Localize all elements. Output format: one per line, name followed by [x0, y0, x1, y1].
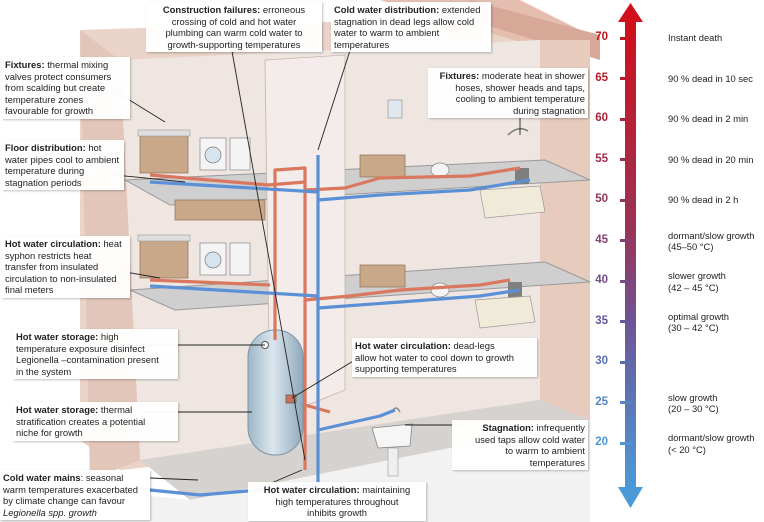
scale-value-65: 65 [595, 71, 608, 84]
callout-fixtures-left: Fixtures: thermal mixing valves protect … [2, 57, 130, 119]
callout-fixtures-right: Fixtures: moderate heat in shower hoses,… [428, 68, 588, 119]
scale-tick-60 [620, 117, 632, 121]
temperature-scale-arrow [618, 3, 643, 508]
scale-label-20: dormant/slow growth(< 20 °C) [668, 432, 755, 455]
cold-water-pipes [129, 155, 531, 497]
scale-tick-25 [620, 401, 632, 404]
scale-tick-45 [620, 239, 632, 242]
basement-sink [371, 407, 413, 477]
scale-tick-70 [620, 36, 632, 40]
scale-label-55: 90 % dead in 20 min [668, 153, 754, 165]
scale-tick-40 [620, 279, 632, 283]
scale-value-25: 25 [595, 395, 608, 408]
scale-value-45: 45 [595, 233, 608, 246]
scale-tick-30 [620, 360, 632, 364]
callout-floor-distribution: Floor distribution: hot water pipes cool… [2, 140, 124, 191]
callout-construction-failures: Construction failures: erroneous crossin… [146, 2, 322, 53]
scale-label-40: slower growth(42 – 45 °C) [668, 270, 726, 293]
scale-label-45: dormant/slow growth(45–50 °C) [668, 229, 755, 253]
callout-hot-water-circulation-dead-legs: Hot water circulation: dead-legs allow h… [352, 338, 537, 377]
scale-label-65: 90 % dead in 10 sec [668, 72, 753, 84]
scale-value-20: 20 [595, 436, 608, 448]
callout-stagnation: Stagnation: infrequently used taps allow… [452, 420, 588, 471]
callout-hot-water-storage-stratification: Hot water storage: thermal stratificatio… [13, 402, 178, 441]
scale-value-70: 70 [595, 31, 608, 43]
scale-value-35: 35 [595, 314, 608, 327]
kitchen-upper [137, 129, 251, 174]
scale-value-40: 40 [595, 274, 608, 286]
scale-label-60: 90 % dead in 2 min [668, 113, 749, 124]
scale-value-30: 30 [595, 355, 608, 367]
scale-tick-20 [620, 441, 632, 445]
scale-label-25: slow growth(20 – 30 °C) [668, 391, 719, 415]
scale-value-60: 60 [595, 112, 608, 124]
bathroom-upper [359, 99, 546, 219]
callout-cold-water-mains: Cold water mains: seasonal warm temperat… [0, 470, 150, 521]
scale-tick-50 [620, 198, 632, 202]
scale-label-50: 90 % dead in 2 h [668, 194, 739, 205]
callout-cold-water-distribution: Cold water distribution: extended stagna… [331, 2, 491, 53]
scale-value-55: 55 [595, 152, 608, 165]
callout-hot-water-circulation-left: Hot water circulation: heat syphon restr… [2, 236, 130, 298]
scale-label-70: Instant death [668, 32, 723, 43]
hot-water-tank [247, 329, 304, 456]
scale-label-35: optimal growth(30 – 42 °C) [668, 310, 729, 334]
kitchen-lower [137, 199, 266, 279]
scale-tick-65 [620, 77, 632, 80]
hot-water-pipes [149, 166, 521, 470]
callout-hot-water-storage-high-temp: Hot water storage: high temperature expo… [13, 329, 178, 380]
scale-tick-55 [620, 158, 632, 161]
callout-hot-water-circulation-bottom: Hot water circulation: maintaining high … [248, 482, 426, 521]
bathroom-lower [359, 264, 536, 329]
scale-tick-35 [620, 320, 632, 323]
scale-value-50: 50 [595, 193, 608, 205]
